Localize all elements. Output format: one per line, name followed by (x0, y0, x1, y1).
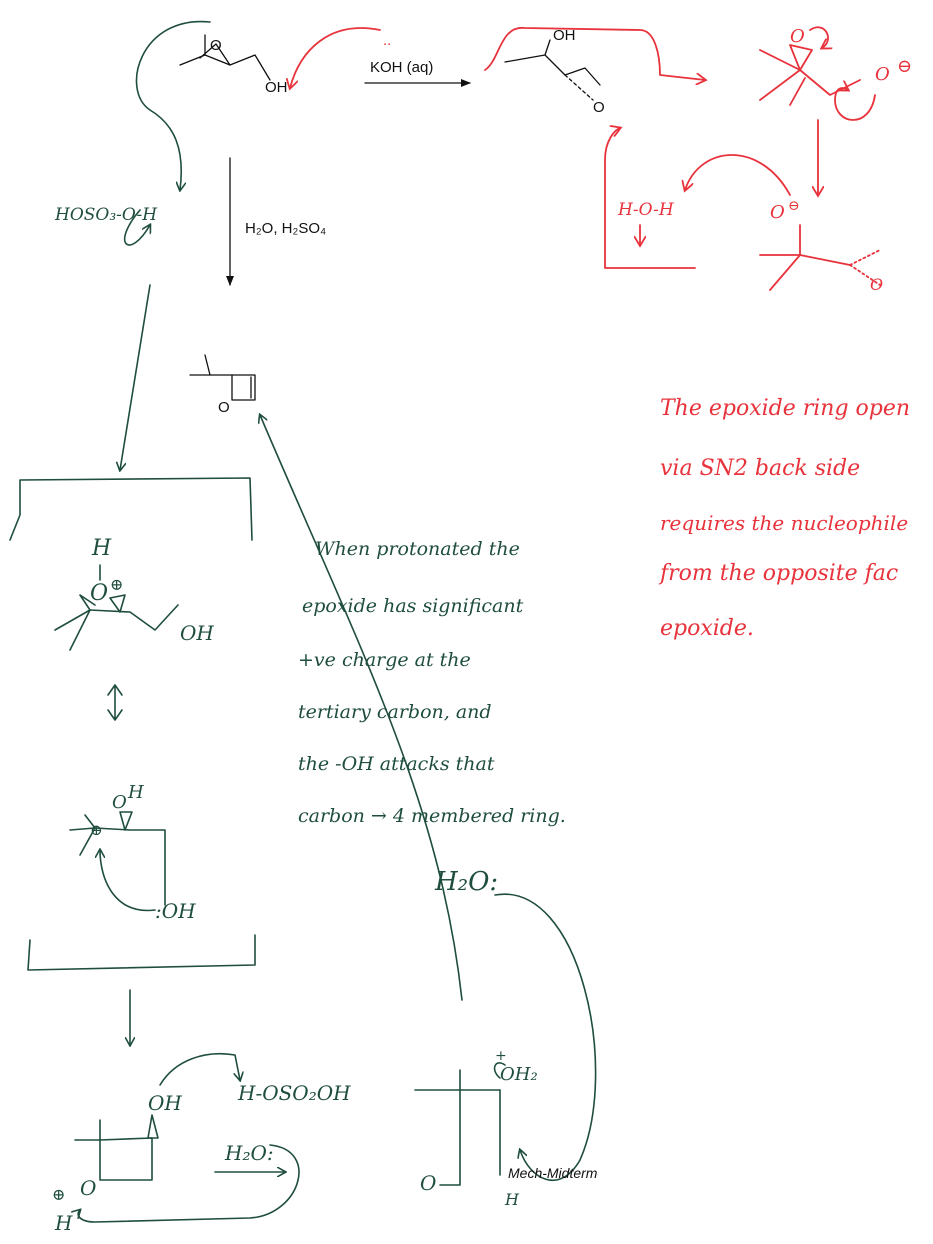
oxonium-plus: ⊕ (110, 575, 123, 594)
attacking-hydroxyl: :OH (155, 899, 196, 923)
green-note-line-5: the -OH attacks that (298, 753, 495, 775)
green-note-line-4: tertiary carbon, and (298, 701, 492, 723)
starting-material: O OH (179, 34, 288, 96)
green-note-line-2: epoxide has significant (302, 595, 524, 617)
green-small-arrow (123, 209, 150, 246)
carbocation-resonance: O H ⊕ :OH (69, 782, 196, 923)
ring-opening-intermediate: OH₂ + O H (414, 1048, 538, 1209)
oxonium-oxygen: O (90, 581, 108, 606)
resonance-bracket-top (9, 477, 253, 541)
red-oxide-oxygen: O (770, 202, 785, 223)
product-hydroxyl: OH (553, 27, 576, 44)
red-alkoxide-intermediate: O O ⊖ (759, 26, 912, 121)
red-bracket-arrow (484, 27, 705, 80)
oxonium-water-plus: + (495, 1048, 507, 1064)
red-note-line-2: via SN2 back side (660, 456, 860, 481)
red-water: H-O-H (617, 200, 675, 220)
ring-H: H (54, 1211, 73, 1235)
red-oxide-minus: ⊖ (788, 198, 800, 214)
oxetane-oxygen: O (218, 399, 230, 416)
oxonium-water: OH₂ (500, 1064, 538, 1085)
green-water-attack-arrow (494, 893, 597, 1181)
alkoxide-minus-charge: ⊖ (897, 56, 912, 77)
red-explanation-note: The epoxide ring open via SN2 back side … (658, 396, 910, 641)
acid-reagent-label: H₂O, H₂SO₄ (245, 220, 326, 237)
green-down-arrow-1 (120, 284, 151, 470)
red-proton-transfer-arrow (685, 154, 791, 196)
red-curved-arrow-deprotonation (290, 27, 381, 88)
cation-side-H: H (127, 782, 144, 803)
product-epoxide-oxygen: O (593, 99, 605, 116)
green-note-line-6: carbon → 4 membered ring. (298, 805, 566, 827)
protonated-epoxide: H O ⊕ OH (54, 536, 214, 651)
green-explanation-note: When protonated the epoxide has signific… (298, 538, 566, 827)
resonance-arrow (107, 684, 123, 721)
ring-oxonium-plus: ⊕ (52, 1185, 65, 1204)
tertiary-hydroxyl: OH (148, 1091, 182, 1115)
base-reagent-label: KOH (aq) (370, 59, 433, 76)
resonance-bracket-bottom (27, 934, 256, 971)
oxetane-oxonium: OH O ⊕ H (52, 1091, 182, 1235)
green-arrow-to-acid (159, 1053, 240, 1086)
red-note-line-5: epoxide. (660, 616, 754, 641)
carbocation-plus: ⊕ (90, 821, 103, 839)
hydroxide-lone-pair: .. (383, 32, 391, 49)
alkoxide-epoxide-oxygen: O (790, 26, 805, 47)
red-note-line-3: requires the nucleophile (660, 511, 908, 535)
cation-side-oxygen: O (112, 792, 127, 813)
ring-oxygen: O (80, 1176, 96, 1200)
red-ring-opening-arrow (809, 26, 828, 48)
intermediate-H: H (504, 1190, 520, 1209)
start-hydroxyl: OH (265, 79, 288, 96)
red-return-arrow (604, 128, 696, 269)
red-intramolecular-arrow (834, 88, 876, 121)
green-long-arrow-to-product (260, 415, 463, 1001)
epoxide-oxygen: O (210, 37, 222, 54)
acid-lower-label: H-OSO₂OH (237, 1081, 351, 1105)
protonated-hydroxyl: OH (180, 621, 214, 645)
red-note-line-4: from the opposite fac (658, 561, 898, 586)
base-product-epoxide: OH O (504, 27, 605, 116)
proton-H: H (91, 536, 112, 561)
water-lower-label: H₂O: (224, 1141, 274, 1165)
red-new-epoxide-oxygen: O (870, 275, 883, 294)
water-upper-label: H₂O: (434, 867, 498, 897)
green-ring-closure-arrow (100, 850, 156, 912)
intermediate-oxygen: O (420, 1171, 436, 1195)
green-deprotonation-arrow (78, 1144, 300, 1223)
green-curved-arrow-protonation (135, 20, 211, 190)
oxetane-product: O (189, 354, 256, 416)
red-note-line-1: The epoxide ring open (660, 396, 910, 421)
red-rearranged-epoxide: O ⊖ O (759, 198, 883, 294)
green-note-line-3: +ve charge at the (298, 649, 471, 671)
acid-protonation-label: HOSO₃-O-H (54, 205, 158, 225)
alkoxide-oxygen: O (875, 64, 890, 85)
watermark-label: Mech-Midterm (508, 1165, 598, 1181)
green-note-line-1: When protonated the (315, 538, 520, 560)
green-leaving-arrow (493, 1062, 506, 1079)
